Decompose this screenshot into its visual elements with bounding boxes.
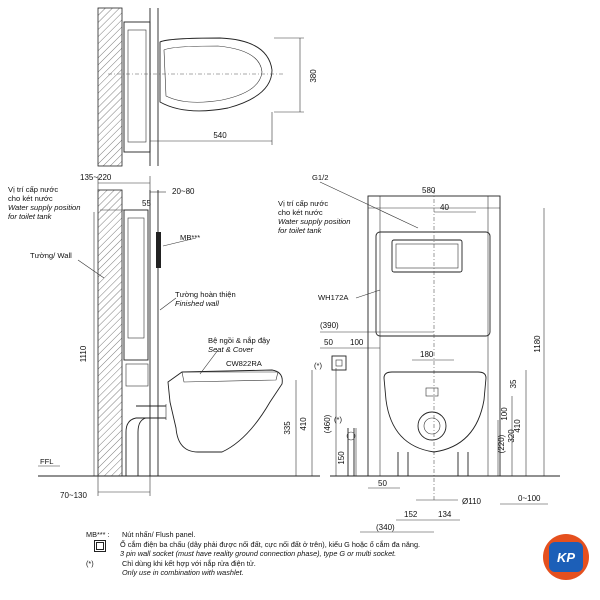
front-view: G1/2 Vị trí cấp nước cho két nước Water … <box>278 173 560 533</box>
dim-335: 335 <box>283 421 292 435</box>
water-supply-label-en-2: for toilet tank <box>8 212 53 221</box>
dim-pipe: Ø110 <box>462 497 482 506</box>
dim-100: 100 <box>500 407 509 421</box>
seat-cover-label-en: Seat & Cover <box>208 345 254 354</box>
star-mark-socket: (*) <box>314 361 322 370</box>
dim-1110: 1110 <box>79 345 88 362</box>
note-mb: MB*** : Nút nhấn/ Flush panel. <box>86 530 556 540</box>
dim-410: 410 <box>299 417 308 431</box>
top-toilet-outline <box>159 37 273 112</box>
dim-220: (220) <box>497 434 506 453</box>
dim-35: 35 <box>509 379 518 388</box>
dim-540: 540 <box>213 131 227 140</box>
dim-70-130: 70~130 <box>60 491 87 500</box>
note-star-en: Only use in combination with washlet. <box>122 568 244 578</box>
g12-label: G1/2 <box>312 173 328 182</box>
mb-label: MB*** <box>180 233 200 242</box>
note-socket-vi: Ổ cắm điện ba chấu (dây phải được nối đấ… <box>120 539 421 549</box>
dim-152: 152 <box>404 510 418 519</box>
front-toilet <box>383 371 487 453</box>
model-label: CW822RA <box>226 359 263 368</box>
front-water-label-en-2: for toilet tank <box>278 226 323 235</box>
dim-390: (390) <box>320 321 339 330</box>
front-drain-circle <box>417 411 447 441</box>
water-supply-label-en: Water supply position <box>8 203 80 212</box>
front-water-label-en: Water supply position <box>278 217 350 226</box>
finished-wall-label-vi: Tường hoàn thiện <box>175 290 236 299</box>
front-water-label-vi-2: cho két nước <box>278 208 323 217</box>
dim-580: 580 <box>422 186 436 195</box>
finished-wall-label-en: Finished wall <box>175 299 219 308</box>
dim-320: 320 <box>507 429 516 443</box>
dim-50b: 50 <box>378 479 387 488</box>
front-tank <box>375 231 491 337</box>
note-star: (*) Chỉ dùng khi kết hợp với nắp rửa điệ… <box>86 559 556 578</box>
dim-460: (460) <box>323 414 332 433</box>
dim-0-100: 0~100 <box>518 494 541 503</box>
top-wall <box>97 7 123 167</box>
water-supply-label-vi: Vị trí cấp nước <box>8 185 58 194</box>
dim-100a: 100 <box>350 338 364 347</box>
front-water-pipe <box>347 428 355 476</box>
side-frame <box>123 209 149 361</box>
logo-text: KP <box>556 549 576 565</box>
note-mb-key: MB*** : <box>86 530 110 539</box>
side-toilet-body <box>167 369 283 453</box>
side-drain-pipe <box>125 405 166 476</box>
dim-50a: 50 <box>324 338 333 347</box>
dim-180: 180 <box>420 350 434 359</box>
front-water-label-vi: Vị trí cấp nước <box>278 199 328 208</box>
dim-134: 134 <box>438 510 452 519</box>
front-socket <box>331 355 347 371</box>
dim-380: 380 <box>309 69 318 83</box>
note-socket-en: 3 pin wall socket (must have reality gro… <box>120 549 397 559</box>
dim-40: 40 <box>440 203 449 212</box>
ffl-label: FFL <box>40 457 54 466</box>
socket-icon <box>94 539 106 552</box>
note-star-vi: Chỉ dùng khi kết hợp với nắp rửa điện tử… <box>122 558 256 568</box>
dim-20-80: 20~80 <box>172 187 195 196</box>
star-mark-pipe: (*) <box>334 415 342 424</box>
dim-55: 55 <box>142 199 151 208</box>
seat-cover-label-vi: Bệ ngồi & nắp đậy <box>208 336 270 345</box>
notes-block: MB*** : Nút nhấn/ Flush panel. Ổ cắm điệ… <box>86 530 556 578</box>
wh172a-label: WH172A <box>318 293 349 302</box>
kp-logo: KP <box>543 534 589 580</box>
side-view: 135~220 20~80 55 Vị trí cấp nước cho két… <box>8 173 320 500</box>
side-wall <box>97 189 123 477</box>
top-view: 380 540 <box>97 7 318 167</box>
side-flush-panel <box>156 232 161 268</box>
wall-label: Tường/ Wall <box>30 251 72 260</box>
dim-410-front: 410 <box>513 419 522 433</box>
dim-135-220: 135~220 <box>80 173 112 182</box>
note-mb-text: Nút nhấn/ Flush panel. <box>122 530 196 539</box>
dim-150: 150 <box>337 451 346 465</box>
front-flush-plate <box>391 239 463 273</box>
note-socket: Ổ cắm điện ba chấu (dây phải được nối đấ… <box>86 539 556 559</box>
dim-1180: 1180 <box>533 335 542 353</box>
note-star-key: (*) <box>86 558 94 568</box>
dim-340: (340) <box>376 523 395 532</box>
water-supply-label-vi-2: cho két nước <box>8 194 53 203</box>
